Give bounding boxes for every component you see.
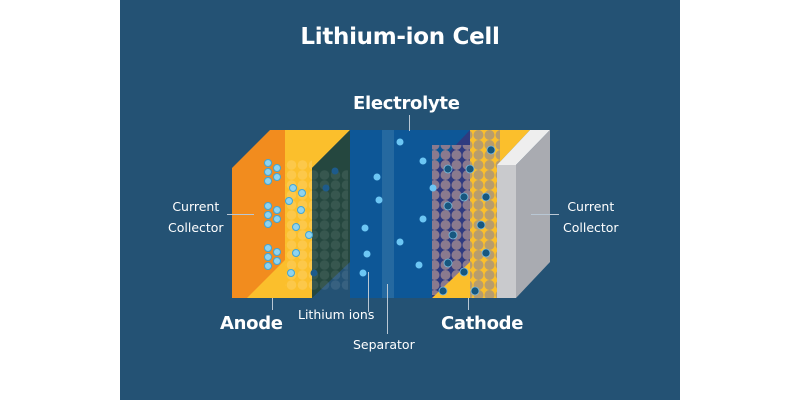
separator-membrane (382, 130, 394, 298)
electrolyte-label: Electrolyte (353, 93, 460, 114)
left-collector-leader-line (227, 214, 254, 215)
left-collector-label-line2: Collector (168, 220, 224, 235)
anode-label: Anode (220, 313, 283, 334)
anode-electrolyte-interface (312, 130, 350, 298)
electrolyte-leader-line (409, 115, 410, 131)
right-collector-label: Current Collector (563, 196, 619, 238)
cathode-label: Cathode (441, 313, 524, 334)
anode-electrons (310, 167, 339, 277)
lithium-ions-label: Lithium ions (298, 307, 375, 322)
diagram-title: Lithium-ion Cell (300, 24, 500, 50)
lithium-ions (325, 138, 437, 277)
cathode-electrons (438, 145, 496, 296)
cathode-leader-line (468, 298, 469, 310)
separator-leader-line (387, 284, 388, 334)
left-collector-label-line1: Current (172, 199, 220, 214)
right-collector-leader-line (531, 214, 559, 215)
lithium-ions-leader-line (368, 272, 369, 312)
separator-label: Separator (353, 337, 415, 352)
anode-leader-line (272, 298, 273, 310)
right-collector-label-line2: Collector (563, 220, 619, 235)
right-collector-label-line1: Current (567, 199, 615, 214)
left-collector-label: Current Collector (168, 196, 224, 238)
anode-ions (264, 159, 313, 277)
